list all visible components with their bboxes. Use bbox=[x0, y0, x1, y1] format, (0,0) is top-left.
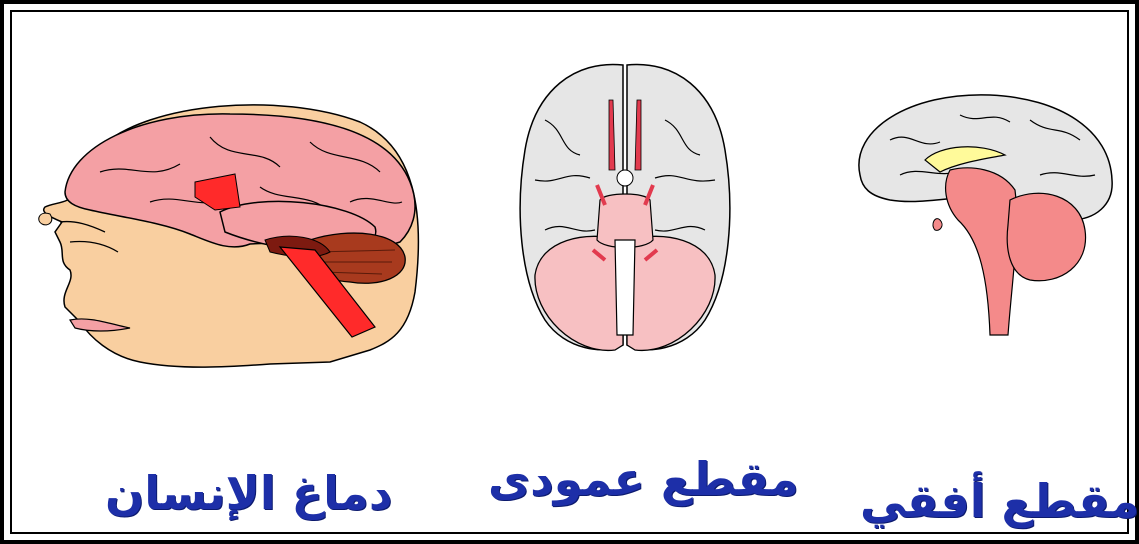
brainstem bbox=[946, 168, 1017, 335]
caption-vertical-section: مقطع عمودى bbox=[488, 456, 799, 502]
optic-chiasm bbox=[617, 170, 633, 186]
caption-human-brain: دماغ الإنسان bbox=[105, 470, 392, 516]
cerebellum-right bbox=[627, 236, 715, 350]
cerebellum bbox=[1007, 193, 1085, 281]
pituitary bbox=[933, 219, 942, 231]
caption-horizontal-section: مقطع أفقي bbox=[860, 478, 1139, 524]
ear bbox=[39, 213, 52, 225]
medulla bbox=[615, 240, 635, 335]
vertical-section-illustration bbox=[505, 60, 745, 360]
human-brain-illustration bbox=[30, 92, 430, 382]
cerebellum-left bbox=[535, 236, 623, 350]
horizontal-section-illustration bbox=[840, 80, 1120, 345]
